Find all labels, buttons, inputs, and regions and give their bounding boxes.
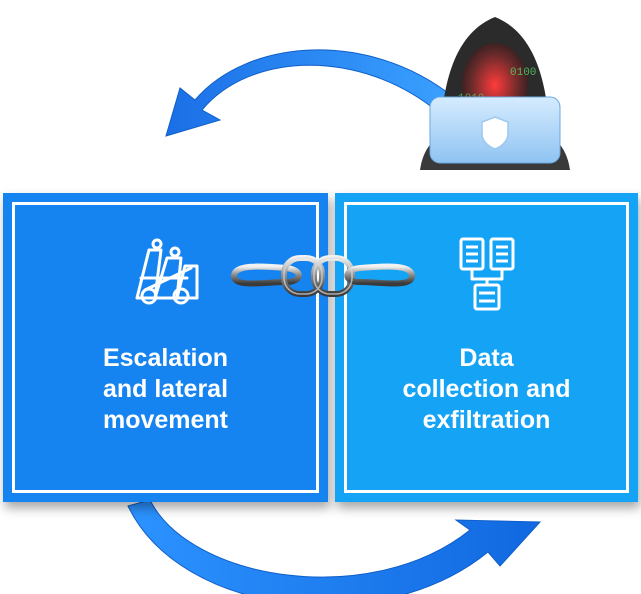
stage-box-escalation: Escalation and lateral movement <box>3 193 328 502</box>
stage-label-escalation: Escalation and lateral movement <box>3 343 328 436</box>
label-line: Data <box>459 344 514 372</box>
stage-box-border <box>344 202 629 493</box>
stage-box-collection: Data collection and exfiltration <box>335 193 638 502</box>
label-line: exfiltration <box>422 406 551 434</box>
hacker-with-laptop-icon: 0100 1010 <box>420 17 570 170</box>
label-line: and lateral <box>102 375 229 403</box>
climbing-figures-icon <box>135 238 199 305</box>
chain-link-icon <box>230 255 416 297</box>
label-line: collection and <box>402 375 571 403</box>
stage-label-collection: Data collection and exfiltration <box>335 343 638 436</box>
svg-text:0100: 0100 <box>510 67 536 79</box>
stage-box-border <box>12 202 319 493</box>
label-line: movement <box>102 406 229 434</box>
documents-tree-icon <box>459 237 515 311</box>
label-line: Escalation <box>102 344 229 372</box>
